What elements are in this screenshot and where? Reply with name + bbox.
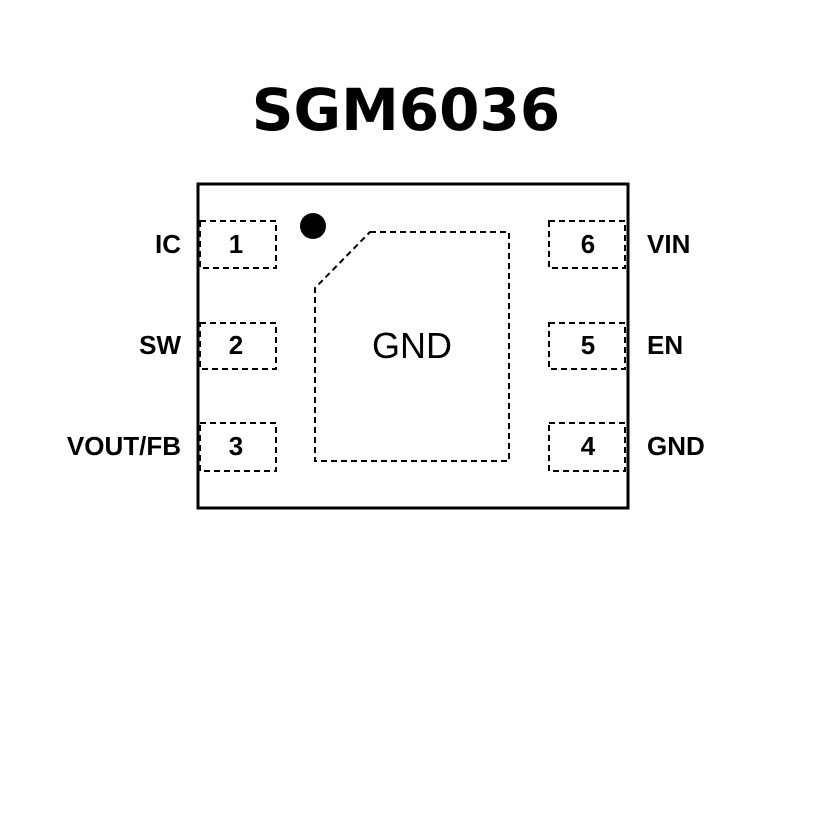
- pin-name-2: SW: [139, 330, 181, 360]
- pad-pin-3: [199, 422, 277, 472]
- pin-number-6: 6: [581, 229, 595, 259]
- pin1-indicator-dot: [300, 213, 326, 239]
- pin-number-5: 5: [581, 330, 595, 360]
- pin-number-3: 3: [229, 431, 243, 461]
- pad-pin-4: [548, 422, 626, 472]
- pad-pin-2: [199, 322, 277, 370]
- pad-pin-1: [199, 220, 277, 269]
- chip-title: SGM6036: [252, 76, 561, 144]
- pad-pin-5: [548, 322, 626, 370]
- package-outline: [196, 182, 630, 510]
- exposed-pad: [314, 231, 510, 462]
- pad-pin-6: [548, 220, 626, 269]
- pin-name-4: GND: [647, 431, 705, 461]
- pin-number-1: 1: [229, 229, 243, 259]
- pin-number-2: 2: [229, 330, 243, 360]
- pin-name-1: IC: [155, 229, 181, 259]
- pin-name-6: VIN: [647, 229, 690, 259]
- pin-name-5: EN: [647, 330, 683, 360]
- exposed-pad-label: GND: [372, 325, 452, 366]
- pin-number-4: 4: [581, 431, 596, 461]
- pin-name-3: VOUT/FB: [67, 431, 181, 461]
